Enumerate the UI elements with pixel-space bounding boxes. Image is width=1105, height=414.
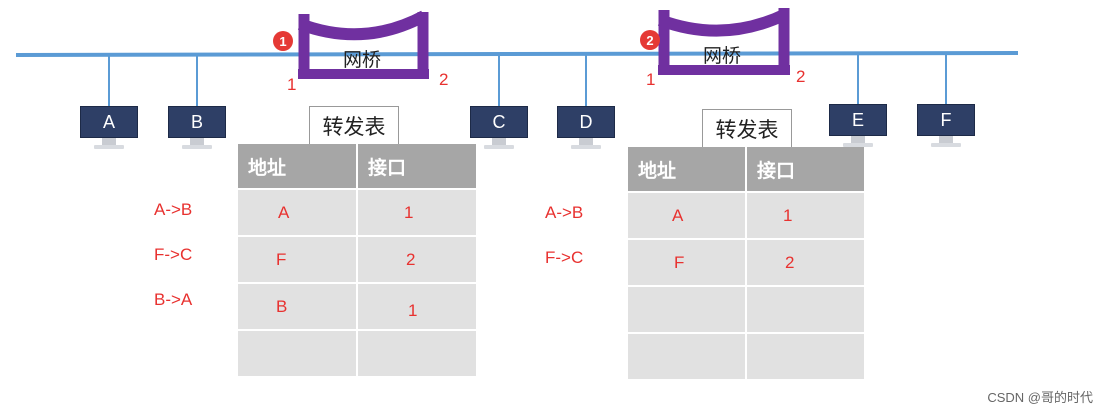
host-e: E bbox=[829, 104, 887, 150]
bridge-1-badge: 1 bbox=[273, 31, 293, 51]
table-cell bbox=[628, 287, 745, 332]
table-2-title: 转发表 bbox=[702, 109, 792, 149]
host-a: A bbox=[80, 106, 138, 152]
table-cell: F bbox=[238, 237, 356, 282]
host-d-label: D bbox=[557, 106, 615, 138]
bridge-1-label: 网桥 bbox=[343, 49, 382, 71]
table-cell: B bbox=[238, 284, 356, 329]
table-header: 接口 bbox=[747, 147, 864, 191]
bridge-2 bbox=[657, 8, 790, 75]
bridge-2-port-left: 1 bbox=[646, 70, 656, 89]
host-c-label: C bbox=[470, 106, 528, 138]
bridge-1 bbox=[297, 10, 429, 79]
host-b: B bbox=[168, 106, 226, 152]
host-f: F bbox=[917, 104, 975, 150]
frame-label-right: F->C bbox=[545, 248, 584, 267]
table-header: 地址 bbox=[628, 147, 745, 191]
watermark: CSDN @哥的时代 bbox=[987, 390, 1093, 405]
table-header: 地址 bbox=[238, 144, 356, 188]
table-cell bbox=[747, 287, 864, 332]
host-f-label: F bbox=[917, 104, 975, 136]
host-c: C bbox=[470, 106, 528, 152]
table-cell bbox=[238, 331, 356, 376]
host-d: D bbox=[557, 106, 615, 152]
bridge-2-badge: 2 bbox=[640, 30, 660, 50]
forwarding-table-2: 地址 接口 A 1 F 2 bbox=[628, 147, 864, 379]
frame-label-right: A->B bbox=[545, 203, 584, 222]
table-cell bbox=[747, 334, 864, 379]
frame-label-left: A->B bbox=[154, 200, 193, 219]
bridge-1-port-left: 1 bbox=[287, 75, 297, 94]
table-cell bbox=[358, 331, 476, 376]
table-cell: 1 bbox=[358, 190, 476, 235]
bridge-2-port-right: 2 bbox=[796, 67, 806, 86]
bridge-1-port-right: 2 bbox=[439, 70, 449, 89]
forwarding-table-1: 地址 接口 A 1 F 2 B 1 bbox=[238, 144, 476, 376]
table-1-title: 转发表 bbox=[309, 106, 399, 146]
host-a-label: A bbox=[80, 106, 138, 138]
table-cell: 2 bbox=[358, 237, 476, 282]
table-cell: A bbox=[238, 190, 356, 235]
table-cell bbox=[628, 334, 745, 379]
host-e-label: E bbox=[829, 104, 887, 136]
frame-label-left: F->C bbox=[154, 245, 193, 264]
table-cell: 1 bbox=[358, 284, 476, 329]
table-cell: F bbox=[628, 240, 745, 285]
table-cell: 1 bbox=[747, 193, 864, 238]
host-b-label: B bbox=[168, 106, 226, 138]
table-cell: 2 bbox=[747, 240, 864, 285]
table-header: 接口 bbox=[358, 144, 476, 188]
table-cell: A bbox=[628, 193, 745, 238]
frame-label-left: B->A bbox=[154, 290, 193, 309]
bus-line bbox=[15, 51, 1019, 57]
bridge-2-label: 网桥 bbox=[703, 45, 742, 67]
